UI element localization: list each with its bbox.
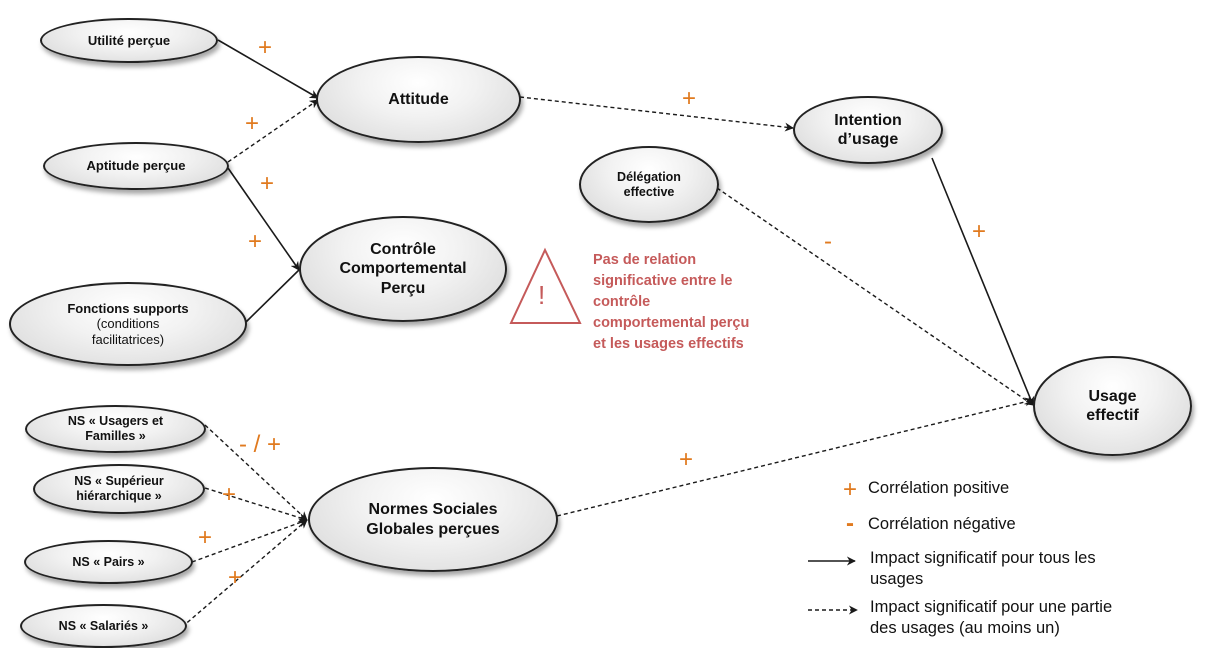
edge-normes-usage — [556, 397, 1034, 517]
sign-usagers-normes: - / + — [239, 431, 282, 458]
sign-normes-usage: + — [679, 446, 694, 473]
node-fonctions-subtitle: (conditions facilitatrices) — [91, 316, 165, 347]
edge-fonctions-controle — [245, 267, 302, 323]
sign-utilite-attitude: + — [258, 34, 273, 61]
edge-aptitude-controle — [227, 167, 300, 271]
node-ns-pairs: NS « Pairs » — [24, 540, 193, 584]
edge-aptitude-attitude — [227, 99, 319, 163]
node-usage-label: Usage effectif — [1086, 387, 1139, 424]
edge-delegation-usage — [716, 187, 1034, 406]
legend-solid-label: Impact significatif pour tous les usages — [870, 549, 1096, 589]
node-delegation-effective: Délégation effective — [579, 146, 719, 223]
edge-attitude-intention — [519, 96, 794, 132]
warning-exclamation-icon: ! — [538, 280, 546, 310]
edge-superieur-normes — [204, 487, 308, 522]
node-fonctions-title: Fonctions supports — [67, 300, 189, 316]
sign-superieur-normes: + — [222, 481, 237, 508]
node-delegation-label: Délégation effective — [617, 169, 681, 199]
node-aptitude-percue: Aptitude perçue — [43, 142, 229, 190]
legend-minus-symbol: - — [846, 510, 854, 537]
node-ns-usagers-label: NS « Usagers et Familles » — [67, 414, 164, 443]
node-ns-salaries: NS « Salariés » — [20, 604, 187, 648]
sign-attitude-intention: + — [682, 85, 697, 112]
sign-pairs-normes: + — [198, 524, 213, 551]
node-utilite-label: Utilité perçue — [87, 32, 171, 48]
node-controle-label: Contrôle Comportemental Perçu — [339, 241, 467, 297]
sign-delegation-usage: - — [824, 228, 832, 255]
node-normes-sociales: Normes Sociales Globales perçues — [308, 467, 558, 572]
node-ns-superieur-label: NS « Supérieur hiérarchique » — [74, 474, 164, 503]
sign-aptitude-controle: + — [260, 170, 275, 197]
node-ns-pairs-label: NS « Pairs » — [72, 554, 145, 569]
sign-aptitude-attitude: + — [245, 110, 260, 137]
edge-usagers-normes — [204, 424, 308, 521]
warning-triangle-icon — [509, 247, 582, 324]
node-intention-label: Intention d’usage — [834, 111, 902, 148]
node-attitude-label: Attitude — [388, 90, 449, 108]
node-intention-usage: Intention d’usage — [793, 96, 943, 164]
node-attitude: Attitude — [316, 56, 521, 143]
node-ns-salaries-label: NS « Salariés » — [58, 618, 149, 633]
sign-salaries-normes: + — [228, 564, 243, 591]
edge-intention-usage — [931, 157, 1035, 406]
legend-minus-label: Corrélation négative — [868, 515, 1016, 533]
legend-dashed-label: Impact significatif pour une partie des … — [870, 598, 1113, 638]
sign-fonctions-controle: + — [248, 228, 263, 255]
node-usage-effectif: Usage effectif — [1033, 356, 1192, 456]
node-utilite-percue: Utilité perçue — [40, 18, 218, 63]
node-controle-comportemental: Contrôle Comportemental Perçu — [299, 216, 507, 322]
edge-utilite-attitude — [217, 39, 319, 99]
sign-intention-usage: + — [972, 218, 987, 245]
node-aptitude-label: Aptitude perçue — [86, 158, 186, 174]
legend-plus-label: Corrélation positive — [868, 479, 1010, 497]
node-ns-usagers: NS « Usagers et Familles » — [25, 405, 206, 453]
warning-text: Pas de relation significative entre le c… — [593, 252, 750, 353]
node-ns-superieur: NS « Supérieur hiérarchique » — [33, 464, 205, 514]
node-fonctions-supports: Fonctions supports (conditions facilitat… — [9, 282, 247, 366]
node-normes-label: Normes Sociales Globales perçues — [366, 501, 500, 538]
legend-plus-symbol: + — [843, 476, 858, 503]
